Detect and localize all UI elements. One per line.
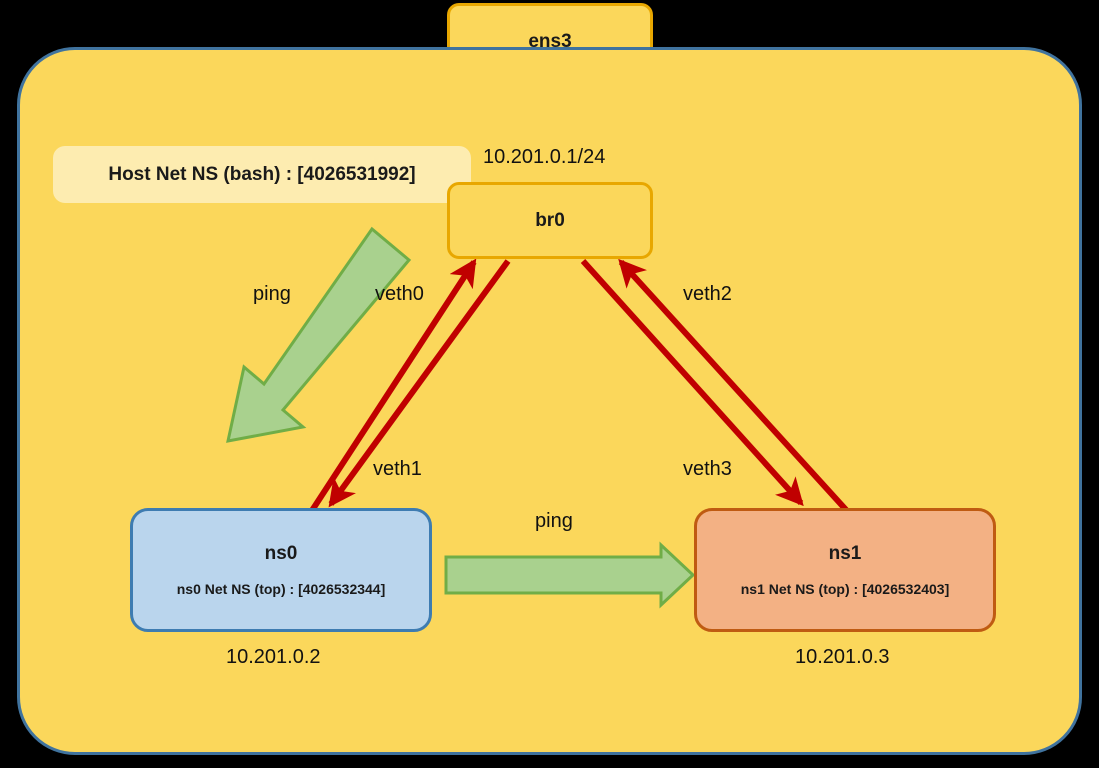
veth0-label: veth0 <box>375 283 424 305</box>
node-ns1[interactable]: ns1 ns1 Net NS (top) : [4026532403] <box>694 508 996 632</box>
host-net-ns-badge: Host Net NS (bash) : [4026531992] <box>53 146 471 203</box>
node-ns1-label: ns1 <box>828 543 862 564</box>
ns1-ip-label: 10.201.0.3 <box>795 646 890 668</box>
node-ns0[interactable]: ns0 ns0 Net NS (top) : [4026532344] <box>130 508 432 632</box>
br0-ip-label: 10.201.0.1/24 <box>483 146 606 168</box>
node-br0[interactable]: br0 <box>447 182 653 259</box>
node-ns0-ns-id: ns0 Net NS (top) : [4026532344] <box>176 581 386 597</box>
node-ns1-ns-id: ns1 Net NS (top) : [4026532403] <box>740 581 950 597</box>
ns0-ip-label: 10.201.0.2 <box>226 646 321 668</box>
veth2-label: veth2 <box>683 283 732 305</box>
node-ns0-label: ns0 <box>264 543 298 564</box>
host-net-namespace-container: Host Net NS (bash) : [4026531992] <box>17 47 1082 755</box>
veth1-label: veth1 <box>373 458 422 480</box>
ping-label-host-to-ns0: ping <box>253 283 291 305</box>
node-ens3-label: ens3 <box>528 31 572 52</box>
ping-label-ns0-to-ns1: ping <box>535 510 573 532</box>
veth3-label: veth3 <box>683 458 732 480</box>
node-br0-label: br0 <box>535 209 565 231</box>
